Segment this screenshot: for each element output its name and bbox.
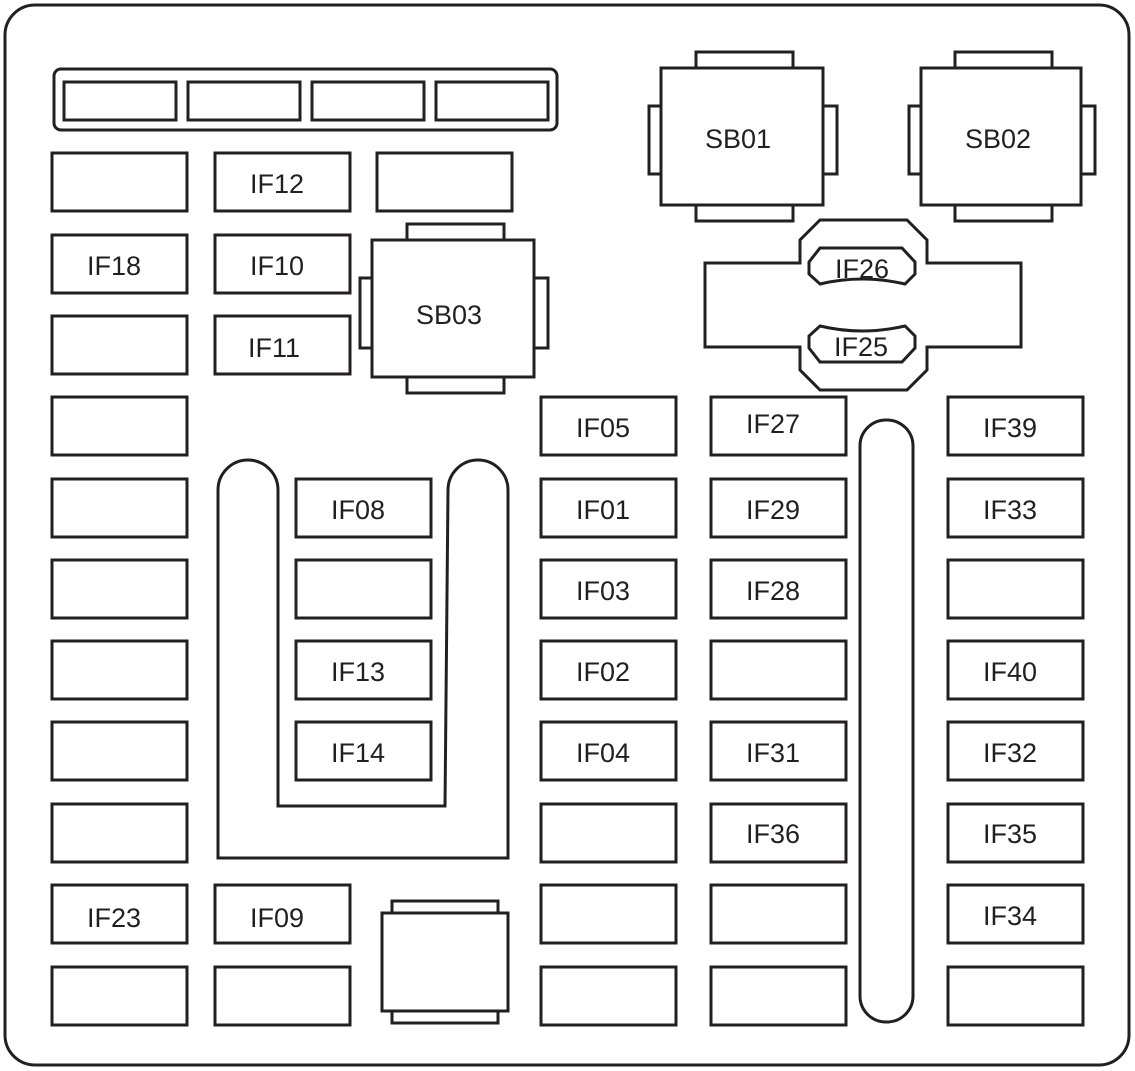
- fuse-slot: [539, 965, 678, 1027]
- vertical-channel: [858, 418, 915, 1024]
- fuse-slot-if34: [946, 883, 1085, 945]
- fuse-label-if14: IF14: [331, 738, 385, 768]
- fuse-slot-if10: [213, 233, 352, 295]
- relay-sb03: [358, 222, 550, 395]
- fuse-slot: [50, 639, 189, 701]
- fuse-slot-if12: [213, 151, 352, 213]
- fuse-label-if29: IF29: [746, 495, 800, 525]
- fuse-slot-if23: [50, 883, 189, 945]
- fuse-slot: [50, 965, 189, 1027]
- fuse-label-if18: IF18: [87, 251, 141, 281]
- fuse-label-if11: IF11: [248, 333, 300, 363]
- fuse-slot-if28: [709, 558, 848, 620]
- relay-label-sb01: SB01: [705, 124, 771, 154]
- fuse-slot-if35: [946, 802, 1085, 864]
- relay-sb02: [907, 50, 1097, 223]
- fuse-slot-if33: [946, 477, 1085, 539]
- fuse-slot: [213, 965, 352, 1027]
- fuse-slot-if31: [709, 720, 848, 782]
- fuse-slot: [709, 883, 848, 945]
- fuse-slot: [294, 558, 433, 620]
- fuse-label-if34: IF34: [983, 901, 1037, 931]
- fuse-slot-if40: [946, 639, 1085, 701]
- fuse-slot-if08: [294, 477, 433, 539]
- fuse-slot-if09: [213, 883, 352, 945]
- fuse-slot-if14: [294, 720, 433, 782]
- fuse-label-if36: IF36: [746, 819, 800, 849]
- fuse-label-if09: IF09: [250, 903, 304, 933]
- fuse-slot-if36: [709, 802, 848, 864]
- fuse-slot: [50, 477, 189, 539]
- fuse-slot-if03: [539, 558, 678, 620]
- fuse-box-outline: [3, 3, 1131, 1067]
- fuse-label-if31: IF31: [746, 738, 800, 768]
- connector-strip: [52, 67, 559, 132]
- u-channel: [216, 458, 510, 860]
- fuse-slot: [50, 558, 189, 620]
- fuse-slot: [709, 965, 848, 1027]
- fuse-slot-if05: [539, 395, 678, 457]
- fuse-label-if10: IF10: [250, 251, 304, 281]
- fuse-slot-if27: [709, 395, 848, 457]
- fuse-label-if01: IF01: [576, 495, 630, 525]
- fuse-slot: [539, 883, 678, 945]
- fuse-label-if03: IF03: [576, 576, 630, 606]
- fuse-label-if23: IF23: [87, 903, 141, 933]
- fuse-label-if04: IF04: [576, 738, 630, 768]
- fuse-slot-if11: [213, 314, 352, 376]
- relay-label-sb03: SB03: [416, 300, 482, 330]
- fuse-slot-if13: [294, 639, 433, 701]
- fuse-label-if02: IF02: [576, 657, 630, 687]
- small-relay: [380, 899, 510, 1025]
- fuse-label-if28: IF28: [746, 576, 800, 606]
- fuse-slot: [50, 802, 189, 864]
- fuse-label-if39: IF39: [983, 413, 1037, 443]
- fuse-label-if08: IF08: [331, 495, 385, 525]
- fuse-slot: [709, 639, 848, 701]
- fuse-slot-if39: [946, 395, 1085, 457]
- fuse-slot: [539, 802, 678, 864]
- fuse-label-if40: IF40: [983, 657, 1037, 687]
- fuse-slot-if04: [539, 720, 678, 782]
- fuse-slot: [375, 151, 514, 213]
- fuse-label-if12: IF12: [250, 169, 304, 199]
- maxi-fuse-label-if26: IF26: [835, 254, 889, 284]
- fuse-slot-if01: [539, 477, 678, 539]
- fuse-slot: [50, 395, 189, 457]
- fuse-label-if32: IF32: [983, 738, 1037, 768]
- fuse-slot: [50, 314, 189, 376]
- relay-label-sb02: SB02: [965, 124, 1031, 154]
- relay-sb01: [647, 50, 839, 223]
- fuse-slot: [50, 151, 189, 213]
- fuse-label-if33: IF33: [983, 495, 1037, 525]
- fuse-slot: [946, 558, 1085, 620]
- fuse-slot: [946, 965, 1085, 1027]
- fuse-slot: [50, 720, 189, 782]
- fuse-slot-if32: [946, 720, 1085, 782]
- fuse-slot-if02: [539, 639, 678, 701]
- fuse-slot-if18: [50, 233, 189, 295]
- fuse-label-if35: IF35: [983, 819, 1037, 849]
- fuse-label-if13: IF13: [331, 657, 385, 687]
- maxi-fuse-holder: [703, 218, 1023, 392]
- maxi-fuse-label-if25: IF25: [834, 332, 888, 362]
- fuse-slot-if29: [709, 477, 848, 539]
- fuse-label-if27: IF27: [746, 409, 800, 439]
- fuse-label-if05: IF05: [576, 413, 630, 443]
